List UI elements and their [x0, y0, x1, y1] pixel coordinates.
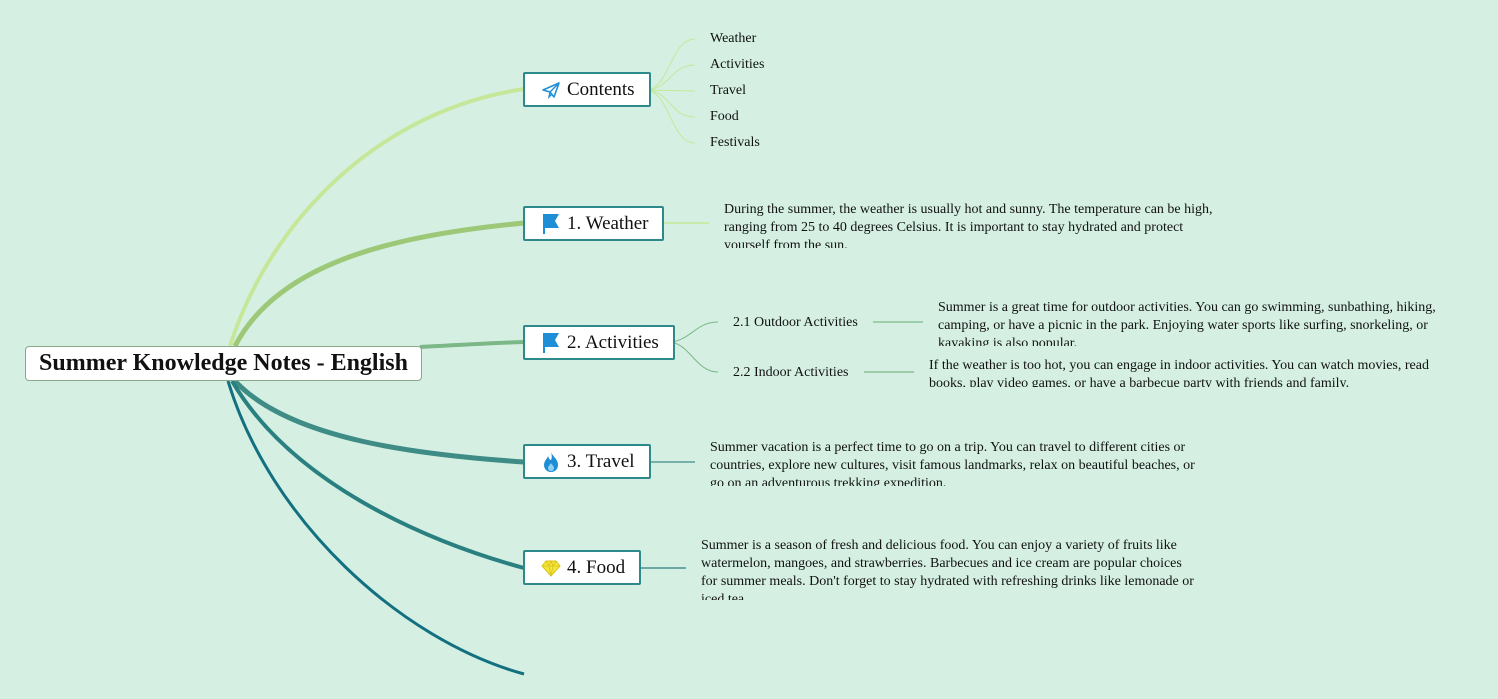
flame-icon [541, 451, 561, 472]
weather-description: During the summer, the weather is usuall… [724, 202, 1213, 248]
topic-activities[interactable]: 2. Activities [523, 325, 675, 360]
travel-label: 3. Travel [567, 450, 635, 472]
contents-item-activities[interactable]: Activities [710, 57, 765, 72]
contents-item-weather[interactable]: Weather [710, 31, 757, 46]
paper-plane-icon [541, 80, 561, 100]
activities-label: 2. Activities [567, 331, 659, 353]
branch-food [230, 379, 525, 570]
flag-icon [541, 213, 561, 234]
contents-leaf-links [644, 38, 696, 144]
contents-item-travel[interactable]: Travel [710, 83, 747, 98]
branch-travel [233, 379, 525, 465]
outdoor-activities-description: Summer is a great time for outdoor activ… [938, 300, 1436, 346]
food-description: Summer is a season of fresh and deliciou… [701, 538, 1194, 600]
weather-label: 1. Weather [567, 212, 649, 234]
topic-weather[interactable]: 1. Weather [523, 206, 665, 241]
branch-weather [232, 220, 525, 348]
topic-food[interactable]: 4. Food [523, 550, 642, 585]
branch-festivals [226, 380, 525, 676]
contents-label: Contents [567, 78, 635, 100]
flag-icon [541, 332, 561, 353]
food-label: 4. Food [567, 556, 626, 578]
indoor-activities-description: If the weather is too hot, you can engag… [929, 358, 1429, 387]
contents-item-food[interactable]: Food [710, 109, 739, 124]
travel-description: Summer vacation is a perfect time to go … [710, 440, 1195, 486]
topic-contents[interactable]: Contents [523, 72, 651, 107]
activities-sub-links [667, 321, 719, 373]
branch-activities [419, 340, 525, 349]
contents-item-festivals[interactable]: Festivals [710, 135, 760, 150]
topic-travel[interactable]: 3. Travel [523, 444, 651, 479]
root-topic[interactable]: Summer Knowledge Notes - English [25, 346, 422, 381]
diamond-icon [541, 558, 561, 578]
subtopic-outdoor-activities[interactable]: 2.1 Outdoor Activities [733, 315, 858, 330]
subtopic-indoor-activities[interactable]: 2.2 Indoor Activities [733, 365, 849, 380]
branch-contents [228, 87, 525, 347]
root-title: Summer Knowledge Notes - English [39, 350, 408, 376]
